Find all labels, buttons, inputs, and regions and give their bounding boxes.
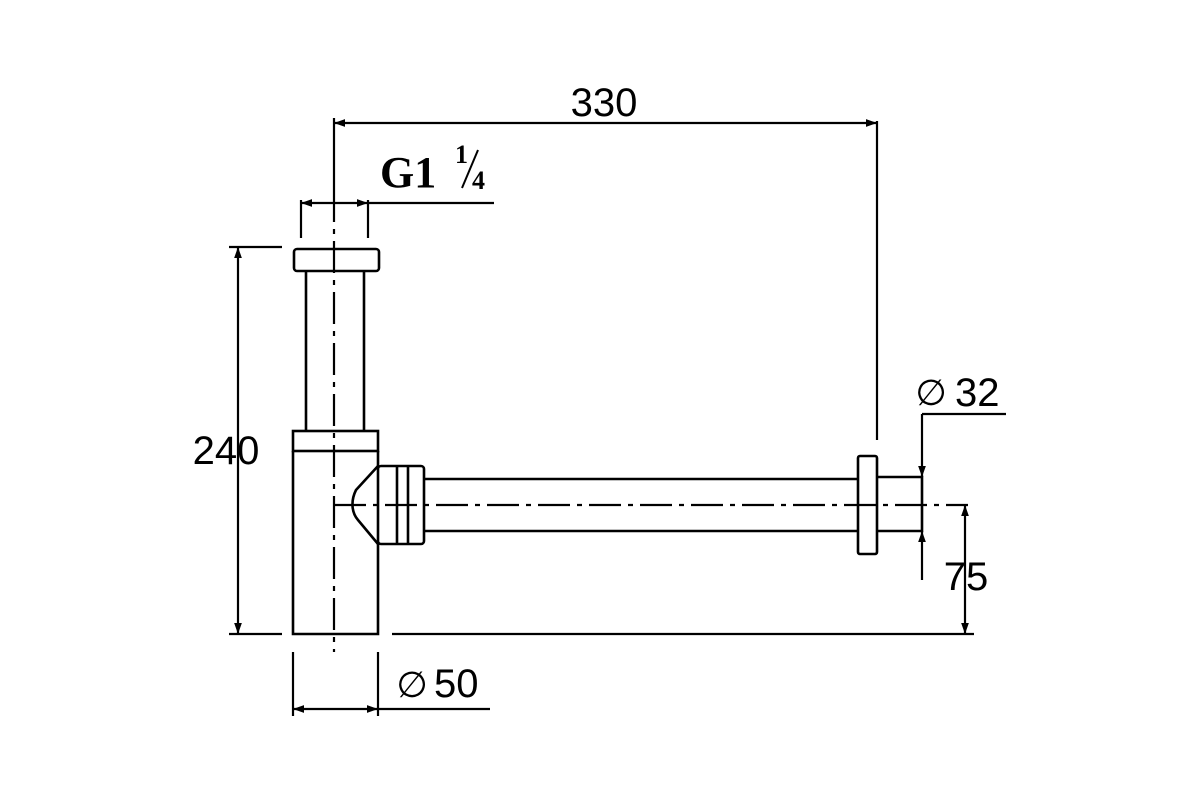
trap-inlet-tube [304,271,366,431]
dimension-outlet-diameter-lines [918,412,1006,580]
dimension-outlet-height-lines [392,505,974,636]
dimension-length-lines [332,118,879,440]
body-diameter-symbol: ∅ [396,664,427,705]
body-diameter-label: 50 [434,662,479,706]
outlet-diameter-symbol: ∅ [915,372,946,413]
dimension-body-diameter-lines [291,652,490,716]
outlet-diameter-label: 32 [955,371,1000,415]
outlet-pipe [424,477,858,533]
dimension-thread-lines [299,199,494,238]
thread-fraction-numerator: 1 [455,140,468,169]
overall-length-label: 330 [571,81,638,125]
trap-cup-body [291,451,380,636]
dimension-height-lines [229,245,282,636]
thread-fraction-bar [461,149,479,189]
height-label: 240 [193,429,260,473]
trap-collar [291,429,380,453]
outlet-height-label: 75 [944,555,989,599]
thread-size-label: G1 [380,148,436,197]
thread-fraction-denominator: 4 [472,166,485,195]
trap-top-flange [292,247,381,273]
